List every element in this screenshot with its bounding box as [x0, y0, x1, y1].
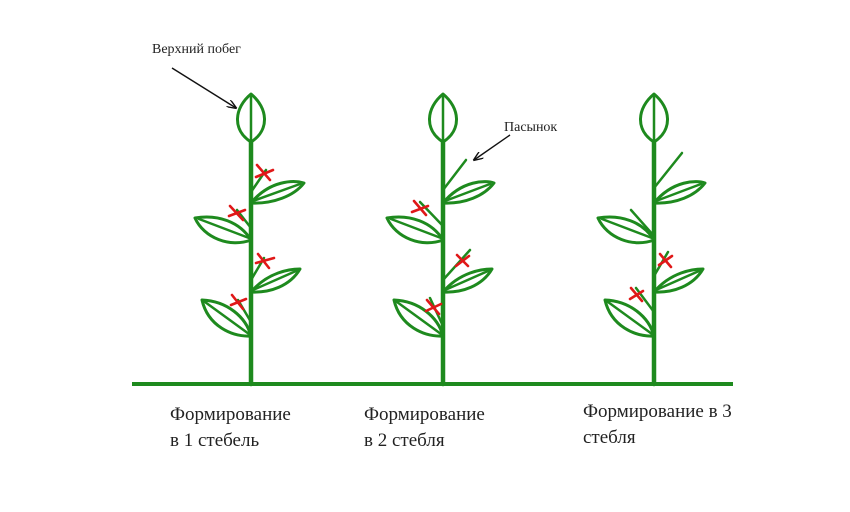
stepson-shoot [629, 208, 656, 238]
top-shoot [639, 92, 669, 144]
caption-two-stems: Формирование в 2 стебля [364, 404, 485, 451]
leaf [249, 180, 306, 205]
removed-shoot [229, 293, 253, 324]
removed-shoot [441, 248, 472, 282]
caption-three-stems: Формирование в 3 стебля [583, 401, 732, 448]
caption-line: в 2 стебля [364, 430, 445, 451]
plant-one-stem [193, 92, 306, 387]
stepson-shoot [441, 158, 468, 192]
top-shoot-arrow [171, 67, 236, 108]
plant-two-stems [385, 92, 496, 387]
plant-three-stems [596, 92, 707, 387]
removed-shoot [249, 163, 275, 194]
caption-line: стебля [583, 427, 636, 448]
removed-shoot [227, 204, 253, 230]
leaf [603, 298, 656, 338]
caption-line: Формирование в 3 [583, 401, 732, 422]
removed-shoot [424, 296, 445, 328]
removed-shoot [410, 199, 445, 228]
leaf [200, 298, 253, 338]
caption-line: Формирование [364, 404, 485, 425]
top-shoot [428, 92, 458, 144]
leaf [392, 298, 445, 338]
leaf [652, 180, 707, 205]
leaf [652, 267, 705, 294]
stepson-shoot [652, 151, 684, 190]
caption-one-stem: Формирование в 1 стебель [170, 404, 291, 451]
top-shoot [236, 92, 266, 144]
caption-line: в 1 стебель [170, 430, 259, 451]
leaf [385, 215, 445, 245]
removed-shoot [628, 286, 656, 314]
removed-shoot [652, 250, 674, 278]
leaf [249, 267, 302, 294]
leaf [193, 215, 253, 245]
leaf [596, 215, 656, 245]
leaf [441, 180, 496, 205]
top-shoot-label: Верхний побег [152, 42, 241, 57]
leaf [441, 267, 494, 294]
stepson-label: Пасынок [504, 120, 557, 135]
removed-shoot [249, 252, 276, 282]
stepson-arrow [474, 134, 511, 160]
caption-line: Формирование [170, 404, 291, 425]
